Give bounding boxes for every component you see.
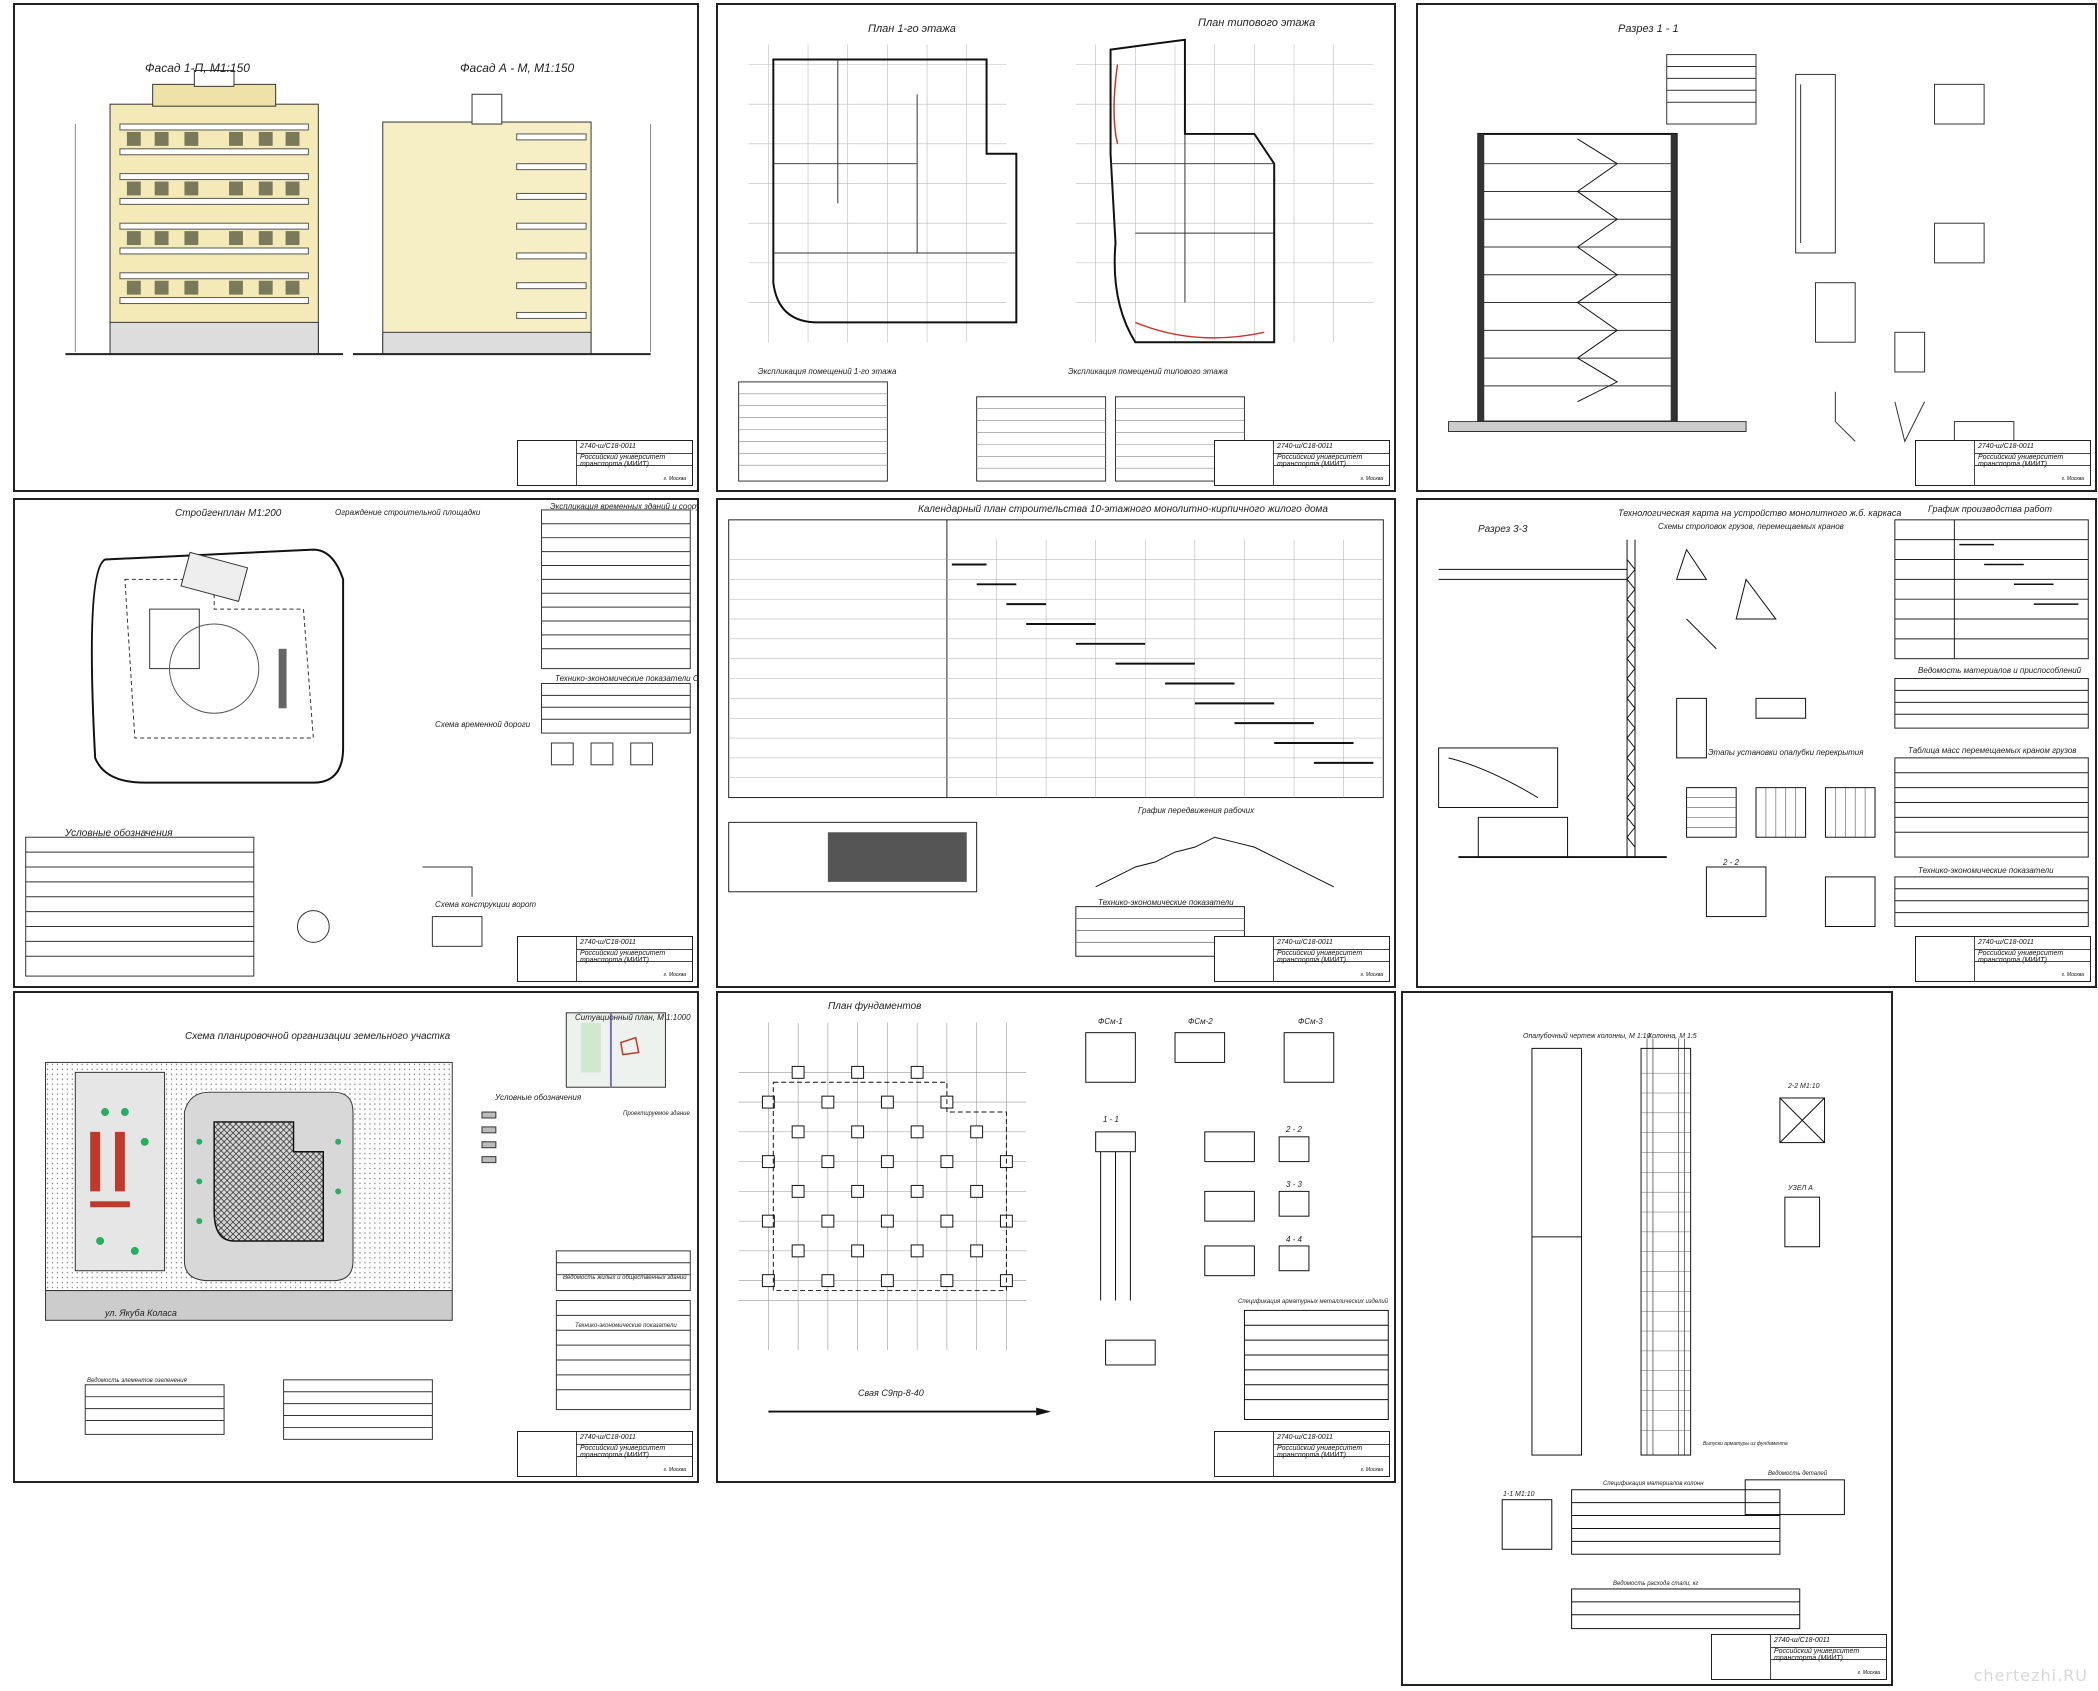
fnd-label-1: План фундаментов bbox=[828, 1001, 922, 1012]
col-label-5: УЗЕЛ А bbox=[1788, 1185, 1813, 1192]
sheet-siteplan: Схема планировочной организации земельно… bbox=[13, 991, 699, 1483]
section-label: Разрез 1 - 1 bbox=[1618, 23, 1679, 35]
plan-label-4: Экспликация помещений типового этажа bbox=[1068, 367, 1228, 376]
site-label-8: Проектируемое здание bbox=[623, 1111, 690, 1117]
tk-label-1: Технологическая карта на устройство моно… bbox=[1618, 508, 1902, 518]
plan-label-2: План типового этажа bbox=[1198, 17, 1316, 29]
site-label-7: Ведомость элементов озеленения bbox=[87, 1378, 187, 1384]
site-label-2: Ситуационный план, М 1:1000 bbox=[575, 1013, 691, 1022]
stroygenplan-drawing bbox=[25, 509, 691, 977]
fnd-label-10: Спецификация арматурных металлических из… bbox=[1238, 1299, 1389, 1305]
tk-label-9: 2 - 2 bbox=[1723, 858, 1740, 867]
calendar-drawing bbox=[728, 519, 1384, 957]
col-label-2: Колонна, М 1:5 bbox=[1648, 1033, 1697, 1040]
foundations-drawing bbox=[738, 1022, 1389, 1420]
col-label-9: Выпуски арматуры из фундамента bbox=[1703, 1441, 1788, 1447]
plans-drawing bbox=[738, 38, 1374, 482]
sgp-label-3: Технико-экономические показатели СГП bbox=[555, 674, 699, 683]
sheet-column: Опалубочный чертеж колонны, М 1:10 Колон… bbox=[1401, 991, 1893, 1686]
tk-label-3: Схемы строповок грузов, перемещаемых кра… bbox=[1658, 522, 1844, 531]
facade-label-1: Фасад 1-П, М1:150 bbox=[145, 61, 250, 75]
cal-label-1: Календарный план строительства 10-этажно… bbox=[918, 504, 1328, 515]
site-label-1: Схема планировочной организации земельно… bbox=[185, 1031, 451, 1042]
sheet-plans: План 1-го этажа План типового этажа Эксп… bbox=[716, 3, 1396, 492]
fnd-label-7: 2 - 2 bbox=[1286, 1125, 1303, 1134]
tk-label-7: Таблица масс перемещаемых краном грузов bbox=[1908, 746, 2077, 755]
tk-label-6: Ведомость материалов и приспособлений bbox=[1918, 666, 2082, 675]
title-block: 2740-ш/С18-0011 Российский университет т… bbox=[517, 1431, 693, 1477]
cal-label-3: Технико-экономические показатели bbox=[1098, 898, 1234, 907]
sgp-label-1: Стройгенплан М1:200 bbox=[175, 508, 282, 519]
sgp-label-5: Ограждение строительной площадки bbox=[335, 508, 481, 517]
fnd-label-8: 3 - 3 bbox=[1286, 1180, 1303, 1189]
watermark: chertezhi.RU bbox=[1973, 1666, 2088, 1685]
sgp-label-4: Условные обозначения bbox=[65, 828, 173, 839]
title-block: 2740-ш/С18-0011 Российский университет т… bbox=[1915, 936, 2091, 982]
facades-drawing bbox=[65, 69, 652, 356]
title-block: 2740-ш/С18-0011 Российский университет т… bbox=[1711, 1634, 1887, 1680]
plan-label-3: Экспликация помещений 1-го этажа bbox=[758, 367, 897, 376]
section-drawing bbox=[1448, 54, 2015, 443]
cal-label-2: График передвижения рабочих bbox=[1138, 806, 1255, 815]
fnd-label-3: ФСм-2 bbox=[1188, 1017, 1213, 1026]
sheet-techcard: Технологическая карта на устройство моно… bbox=[1416, 498, 2097, 988]
tk-label-4: Этапы установки опалубки перекрытия bbox=[1708, 748, 1864, 757]
col-label-6: Спецификация материалов колонн bbox=[1603, 1481, 1704, 1487]
sheet-facades: Фасад 1-П, М1:150 Фасад А - М, М1:150 27… bbox=[13, 3, 699, 492]
sheet-foundations: План фундаментов ФСм-1 ФСм-2 ФСм-3 Свая … bbox=[716, 991, 1396, 1483]
fnd-label-4: ФСм-3 bbox=[1298, 1017, 1323, 1026]
fnd-label-2: ФСм-1 bbox=[1098, 1017, 1123, 1026]
site-label-4: ул. Якуба Коласа bbox=[105, 1308, 177, 1318]
fnd-label-9: 4 - 4 bbox=[1286, 1235, 1303, 1244]
tk-label-8: Технико-экономические показатели bbox=[1918, 866, 2054, 875]
site-label-5: Ведомость жилых и общественных зданий bbox=[563, 1275, 687, 1281]
siteplan-drawing bbox=[45, 1012, 691, 1440]
plan-label-1: План 1-го этажа bbox=[868, 23, 956, 35]
column-drawing bbox=[1501, 1038, 1845, 1630]
sheet-stroygenplan: Стройгенплан М1:200 Экспликация временны… bbox=[13, 498, 699, 988]
fnd-label-6: 1 - 1 bbox=[1103, 1115, 1120, 1124]
col-label-7: Ведомость расхода стали, кг bbox=[1613, 1581, 1699, 1587]
title-block: 2740-ш/С18-0011 Российский университет т… bbox=[517, 440, 693, 486]
fnd-label-5: Свая С9пр-8-40 bbox=[858, 1388, 924, 1398]
site-label-3: Условные обозначения bbox=[495, 1093, 582, 1102]
title-block: 2740-ш/С18-0011 Российский университет т… bbox=[517, 936, 693, 982]
sgp-label-2: Экспликация временных зданий и сооружени… bbox=[550, 502, 699, 511]
col-label-4: 1-1 М1:10 bbox=[1503, 1491, 1535, 1498]
col-label-8: Ведомость деталей bbox=[1768, 1471, 1828, 1477]
facade-label-2: Фасад А - М, М1:150 bbox=[460, 61, 575, 75]
title-block: 2740-ш/С18-0011 Российский университет т… bbox=[1214, 936, 1390, 982]
col-label-1: Опалубочный чертеж колонны, М 1:10 bbox=[1523, 1033, 1651, 1040]
title-block: 2740-ш/С18-0011 Российский университет т… bbox=[1214, 440, 1390, 486]
sheet-section: Разрез 1 - 1 2740-ш/С18-0011 Российский … bbox=[1416, 3, 2097, 492]
techcard-drawing bbox=[1438, 519, 2089, 927]
site-label-6: Технико-экономические показатели bbox=[575, 1323, 677, 1329]
title-block: 2740-ш/С18-0011 Российский университет т… bbox=[1214, 1431, 1390, 1477]
sgp-label-7: Схема конструкции ворот bbox=[435, 900, 537, 909]
title-block: 2740-ш/С18-0011 Российский университет т… bbox=[1915, 440, 2091, 486]
sheet-calendar: Календарный план строительства 10-этажно… bbox=[716, 498, 1396, 988]
tk-label-2: Разрез 3-3 bbox=[1478, 524, 1528, 535]
sgp-label-6: Схема временной дороги bbox=[435, 720, 531, 729]
tk-label-5: График производства работ bbox=[1928, 504, 2052, 514]
col-label-3: 2-2 М1:10 bbox=[1788, 1083, 1820, 1090]
